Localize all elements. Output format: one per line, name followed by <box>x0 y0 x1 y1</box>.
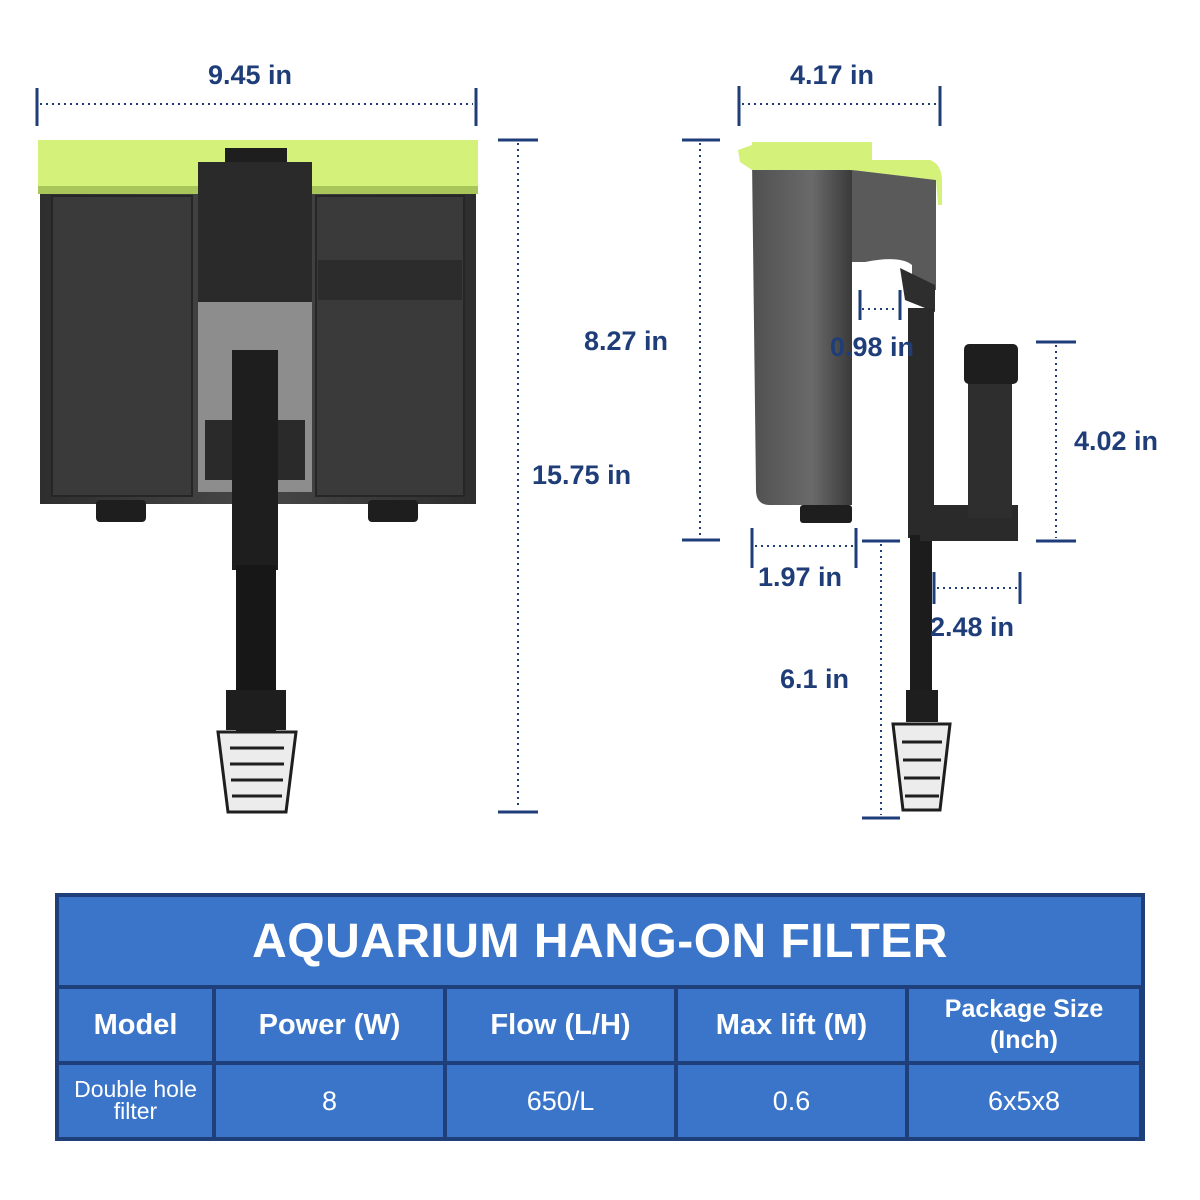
side-box-height-label: 8.27 in <box>584 326 669 356</box>
front-height-label: 15.75 in <box>532 460 632 490</box>
cell-flow: 650/L <box>447 1065 674 1137</box>
header-package-size: Package Size (Inch) <box>909 989 1139 1061</box>
header-max-lift: Max lift (M) <box>678 989 905 1061</box>
outlet-offset-label: 2.48 in <box>930 612 1015 642</box>
cell-model: Double hole filter <box>59 1065 212 1137</box>
spec-table: AQUARIUM HANG-ON FILTER Model Power (W) … <box>55 893 1145 1141</box>
dimension-lines <box>35 86 1076 820</box>
header-package-size-line2: (Inch) <box>989 1026 1059 1054</box>
header-model: Model <box>59 989 212 1061</box>
header-package-size-line1: Package Size <box>944 994 1104 1023</box>
table-row: Double hole filter 8 650/L 0.6 6x5x8 <box>59 1065 1141 1137</box>
cell-max-lift: 0.6 <box>678 1065 905 1137</box>
side-gap-label: 0.98 in <box>830 332 915 362</box>
cell-package-size: 6x5x8 <box>909 1065 1139 1137</box>
intake-length-label: 6.1 in <box>780 664 850 694</box>
side-bottom-width-label: 1.97 in <box>758 562 843 592</box>
spec-table-header-row: Model Power (W) Flow (L/H) Max lift (M) … <box>59 989 1141 1061</box>
header-flow: Flow (L/H) <box>447 989 674 1061</box>
side-view-filter <box>738 142 1018 812</box>
side-depth-label: 4.17 in <box>790 60 875 90</box>
front-view-filter <box>38 140 478 814</box>
product-illustration <box>35 86 1076 820</box>
spec-table-title: AQUARIUM HANG-ON FILTER <box>59 897 1141 985</box>
front-width-label: 9.45 in <box>208 60 293 90</box>
outlet-height-label: 4.02 in <box>1074 426 1159 456</box>
header-power: Power (W) <box>216 989 443 1061</box>
cell-power: 8 <box>216 1065 443 1137</box>
